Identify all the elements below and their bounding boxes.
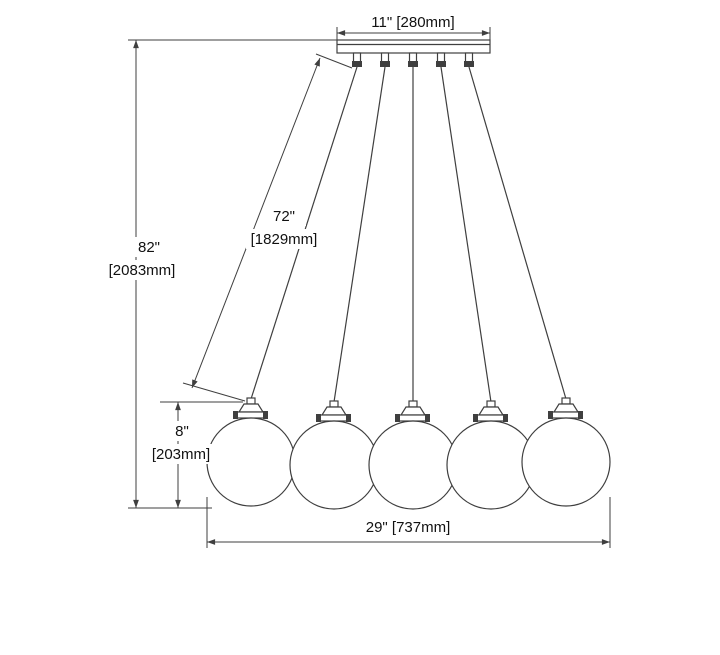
glass-globe [521, 417, 611, 507]
cord-grip [464, 61, 474, 67]
canopy-stem [408, 52, 418, 63]
cord-grip [380, 61, 390, 67]
socket-flange [549, 411, 583, 419]
cord-length-mm-label: [1829mm] [251, 231, 318, 248]
socket-screw [425, 414, 430, 422]
cord-grip [408, 61, 418, 67]
socket-neck [246, 397, 256, 405]
socket-cap [237, 403, 265, 413]
socket-screw [346, 414, 351, 422]
glass-globe [206, 417, 296, 507]
lamp-socket [473, 400, 508, 422]
canopy-stem [436, 52, 446, 63]
socket-screw [548, 411, 553, 419]
socket-neck [486, 400, 496, 408]
cord-length-inches-label: 72" [273, 208, 295, 225]
label-bg [169, 421, 195, 441]
socket-neck [329, 400, 339, 408]
glass-globe [289, 420, 379, 510]
lamp-socket [233, 397, 268, 419]
socket-screw [263, 411, 268, 419]
fixture-height-mm-label: [203mm] [152, 446, 210, 463]
dim-cord-length [182, 53, 353, 402]
socket-cap [477, 406, 505, 416]
socket-flange [317, 414, 351, 422]
label-bg [246, 229, 322, 249]
canopy-stem [352, 52, 362, 63]
canopy-plate [336, 39, 491, 54]
label-bg [264, 206, 306, 226]
lamp-socket [316, 400, 351, 422]
glass-globes [206, 417, 611, 510]
socket-cap [552, 403, 580, 413]
socket-neck [408, 400, 418, 408]
canopy-stem [380, 52, 390, 63]
lamp-socket [395, 400, 430, 422]
ceiling-canopy [336, 39, 491, 67]
overall-height-inches-label: 82" [138, 239, 160, 256]
socket-cap [320, 406, 348, 416]
overall-height-mm-label: [2083mm] [109, 262, 176, 279]
socket-screw [316, 414, 321, 422]
dim-canopy-width [336, 27, 491, 40]
dim-overall-width [206, 497, 611, 548]
dimension-line [191, 57, 321, 389]
socket-screw [395, 414, 400, 422]
socket-screw [473, 414, 478, 422]
label-bg [148, 444, 214, 464]
pendant-cord [468, 66, 567, 400]
socket-flange [234, 411, 268, 419]
socket-screw [503, 414, 508, 422]
socket-flange [396, 414, 430, 422]
cord-grip [352, 61, 362, 67]
pendant-cord [333, 66, 386, 403]
label-bg [130, 237, 168, 257]
fixture-height-inches-label: 8" [175, 423, 189, 440]
extension-line [315, 53, 353, 69]
extension-line [182, 382, 246, 402]
socket-cap [399, 406, 427, 416]
cord-grip [436, 61, 446, 67]
socket-screw [233, 411, 238, 419]
overall-width-label: 29" [737mm] [366, 519, 451, 536]
glass-globe [368, 420, 458, 510]
lamp-socket [548, 397, 583, 419]
label-bg [104, 260, 180, 280]
socket-flange [474, 414, 508, 422]
socket-neck [561, 397, 571, 405]
canopy-stem [464, 52, 474, 63]
socket-screw [578, 411, 583, 419]
pendant-cord [440, 66, 492, 403]
canopy-width-label: 11" [280mm] [371, 14, 454, 31]
